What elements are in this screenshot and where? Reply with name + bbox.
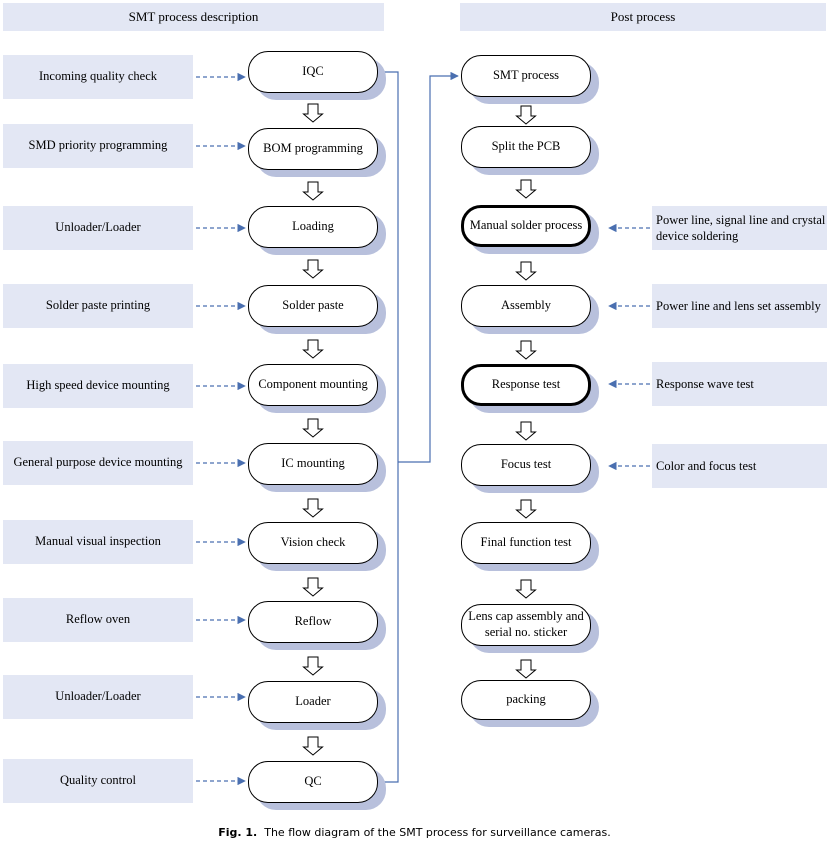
desc-general-purpose-device-mounting: General purpose device mounting bbox=[3, 441, 193, 485]
step-solder-paste: Solder paste bbox=[248, 285, 378, 327]
desc-smd-priority-programming: SMD priority programming bbox=[3, 124, 193, 168]
smt-flow-arrow-4 bbox=[302, 418, 324, 438]
smt-flow-arrow-7 bbox=[302, 656, 324, 676]
caption-text: The flow diagram of the SMT process for … bbox=[264, 826, 611, 839]
smt-flow-arrow-8 bbox=[302, 736, 324, 756]
post-response-test: Response test bbox=[461, 364, 591, 406]
note-color-focus-test: Color and focus test bbox=[652, 444, 827, 488]
post-flow-arrow-6 bbox=[515, 579, 537, 599]
smt-flow-arrow-6 bbox=[302, 577, 324, 597]
figure-caption: Fig. 1. The flow diagram of the SMT proc… bbox=[0, 826, 829, 839]
smt-flow-arrow-3 bbox=[302, 339, 324, 359]
desc-manual-visual-inspection: Manual visual inspection bbox=[3, 520, 193, 564]
post-flow-arrow-3 bbox=[515, 340, 537, 360]
smt-flow-arrow-1 bbox=[302, 181, 324, 201]
post-flow-arrow-4 bbox=[515, 421, 537, 441]
desc-unloader-loader: Unloader/Loader bbox=[3, 206, 193, 250]
post-packing: packing bbox=[461, 680, 591, 720]
step-bom-programming: BOM programming bbox=[248, 128, 378, 170]
post-flow-arrow-7 bbox=[515, 659, 537, 679]
step-component-mounting: Component mounting bbox=[248, 364, 378, 406]
note-power-signal-crystal-soldering: Power line, signal line and crystal devi… bbox=[652, 206, 827, 250]
post-lens-cap-assembly: Lens cap assembly and serial no. sticker bbox=[461, 604, 591, 646]
desc-high-speed-device-mounting: High speed device mounting bbox=[3, 364, 193, 408]
smt-flow-arrow-2 bbox=[302, 259, 324, 279]
post-manual-solder-process: Manual solder process bbox=[461, 205, 591, 247]
bracket-to-smt-process bbox=[398, 71, 459, 463]
step-ic-mounting: IC mounting bbox=[248, 443, 378, 485]
note-response-wave-test: Response wave test bbox=[652, 362, 827, 406]
desc-unloader-loader-2: Unloader/Loader bbox=[3, 675, 193, 719]
step-qc: QC bbox=[248, 761, 378, 803]
post-split-the-pcb: Split the PCB bbox=[461, 126, 591, 168]
note-power-line-lens-assembly: Power line and lens set assembly bbox=[652, 284, 827, 328]
post-final-function-test: Final function test bbox=[461, 522, 591, 564]
post-focus-test: Focus test bbox=[461, 444, 591, 486]
desc-quality-control: Quality control bbox=[3, 759, 193, 803]
step-vision-check: Vision check bbox=[248, 522, 378, 564]
post-smt-process: SMT process bbox=[461, 55, 591, 97]
desc-incoming-quality-check: Incoming quality check bbox=[3, 55, 193, 99]
bracket-line bbox=[379, 71, 399, 783]
step-loading: Loading bbox=[248, 206, 378, 248]
header-post-process: Post process bbox=[460, 3, 826, 31]
smt-flow-arrow-0 bbox=[302, 103, 324, 123]
desc-reflow-oven: Reflow oven bbox=[3, 598, 193, 642]
header-smt-description: SMT process description bbox=[3, 3, 384, 31]
step-reflow: Reflow bbox=[248, 601, 378, 643]
smt-flow-arrow-5 bbox=[302, 498, 324, 518]
post-flow-arrow-1 bbox=[515, 179, 537, 199]
post-flow-arrow-2 bbox=[515, 261, 537, 281]
desc-solder-paste-printing: Solder paste printing bbox=[3, 284, 193, 328]
step-loader: Loader bbox=[248, 681, 378, 723]
post-flow-arrow-5 bbox=[515, 499, 537, 519]
caption-label: Fig. 1. bbox=[218, 826, 258, 839]
post-assembly: Assembly bbox=[461, 285, 591, 327]
step-iqc: IQC bbox=[248, 51, 378, 93]
post-flow-arrow-0 bbox=[515, 105, 537, 125]
